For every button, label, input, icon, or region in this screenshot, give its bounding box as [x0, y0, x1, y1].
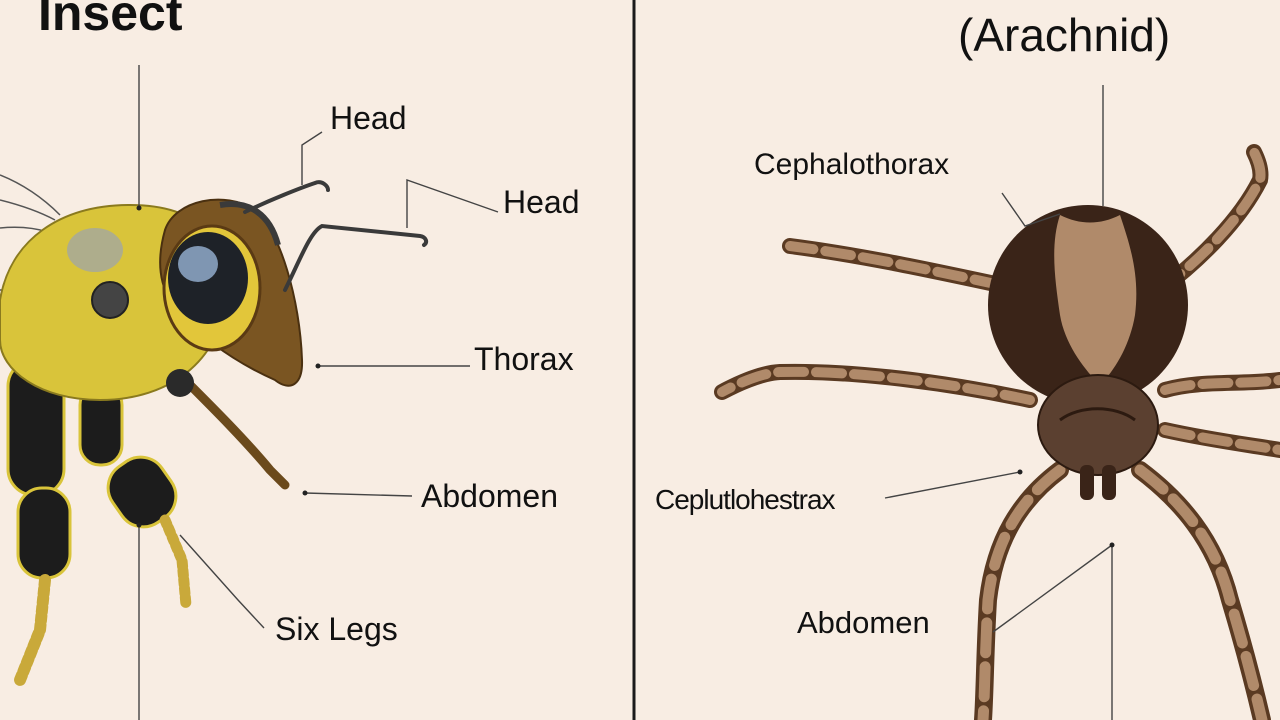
spider-chelicerae [1080, 465, 1116, 500]
leader-lines [138, 65, 1113, 720]
spider-cephalothorax [1037, 374, 1159, 476]
leader-dots [136, 205, 1115, 548]
label-head-1: Head [330, 100, 407, 136]
bee-illustration [0, 174, 429, 686]
bee-legs [6, 358, 290, 686]
label-head-2: Head [503, 184, 580, 220]
spider-legs [714, 144, 1280, 720]
bee-leg-joint [166, 369, 194, 397]
spider-carapace-ridge [1059, 407, 1136, 422]
spider-abdomen-marking [1054, 215, 1137, 385]
label-abdomen-arachnid: Abdomen [797, 605, 930, 640]
bee-antennae [243, 180, 429, 292]
label-cephalothorax-garbled: Ceplutlohestrax [655, 484, 836, 515]
head-1-leader [301, 131, 323, 185]
label-six-legs: Six Legs [275, 611, 398, 647]
cephalothorax-mid-leader [884, 471, 1021, 499]
arachnid-title: (Arachnid) [958, 9, 1171, 61]
abdomen-right-leader [992, 544, 1113, 633]
insect-title: Insect [38, 0, 183, 41]
label-cephalothorax-top: Cephalothorax [754, 148, 950, 181]
label-thorax: Thorax [474, 341, 574, 377]
spider-illustration [714, 144, 1280, 720]
head-2-leader [406, 179, 499, 228]
bee-eye-highlight [178, 246, 218, 282]
bee-thorax-sheen [67, 228, 123, 272]
label-abdomen-insect: Abdomen [421, 478, 558, 514]
six-legs-leader [179, 534, 265, 629]
cephalothorax-top-leader [1001, 192, 1061, 227]
bee-head-ridge [219, 201, 281, 246]
abdomen-leader [304, 492, 413, 497]
bee-wing-joint [91, 281, 129, 319]
